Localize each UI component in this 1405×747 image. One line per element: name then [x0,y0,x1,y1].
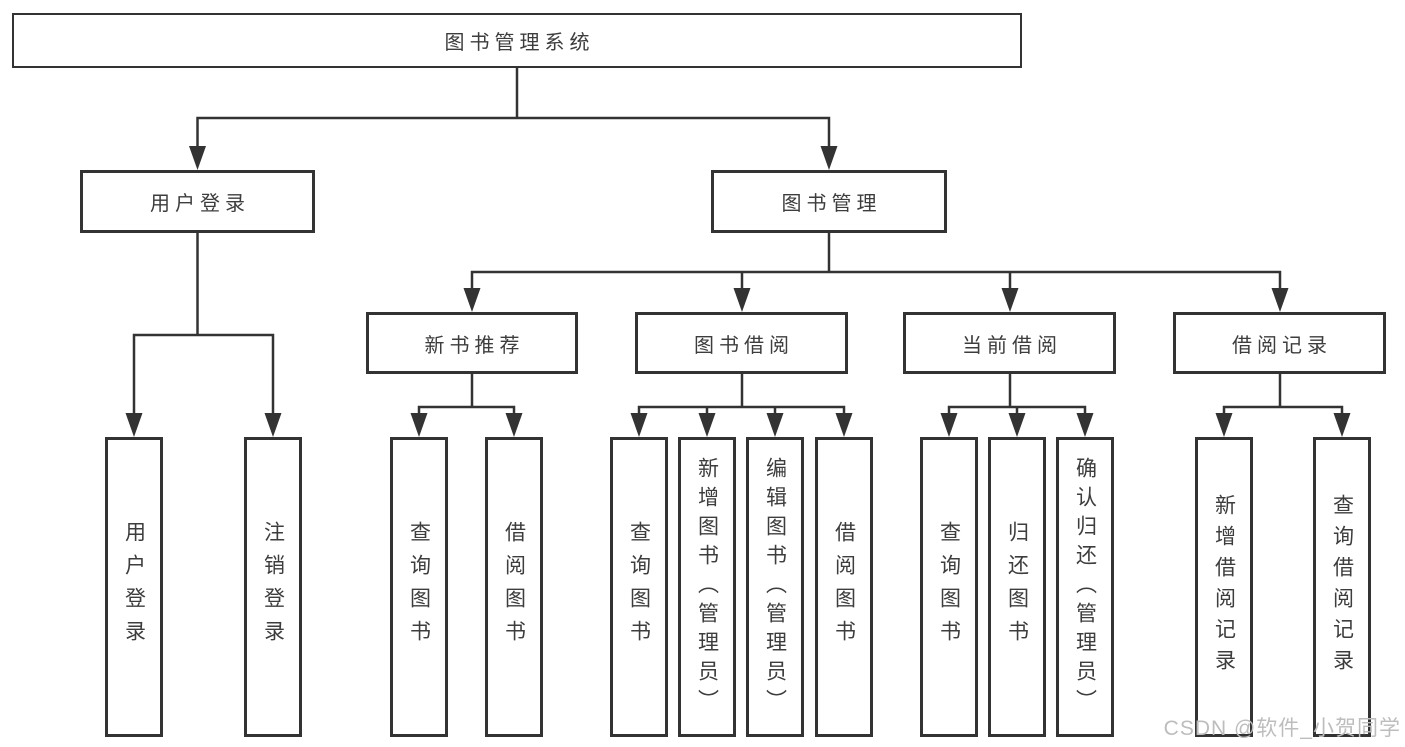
node-borrowing-records: 借阅记录 [1173,312,1386,374]
leaf-confirm-return-admin: 确认归还（管理员） [1056,437,1114,737]
node-library-management-system: 图书管理系统 [12,13,1022,68]
leaf-query-books-borrow: 查询图书 [610,437,668,737]
leaf-return-books: 归还图书 [988,437,1046,737]
leaf-query-books-current: 查询图书 [920,437,978,737]
leaf-query-books-recommend: 查询图书 [390,437,448,737]
leaf-borrow-books: 借阅图书 [815,437,873,737]
node-new-book-recommendation: 新书推荐 [366,312,578,374]
leaf-borrow-books-recommend: 借阅图书 [485,437,543,737]
node-book-management: 图书管理 [711,170,947,233]
node-user-login: 用户登录 [80,170,315,233]
node-book-borrowing: 图书借阅 [635,312,848,374]
watermark: CSDN @软件_小贺同学 [1163,717,1401,740]
arrowheads [125,146,1351,437]
leaf-user-login: 用户登录 [105,437,163,737]
leaf-add-books-admin: 新增图书（管理员） [678,437,736,737]
leaf-query-borrow-record: 查询借阅记录 [1313,437,1371,737]
leaf-logout: 注销登录 [244,437,302,737]
node-current-borrowing: 当前借阅 [903,312,1116,374]
leaf-add-borrow-record: 新增借阅记录 [1195,437,1253,737]
leaf-edit-books-admin: 编辑图书（管理员） [746,437,804,737]
